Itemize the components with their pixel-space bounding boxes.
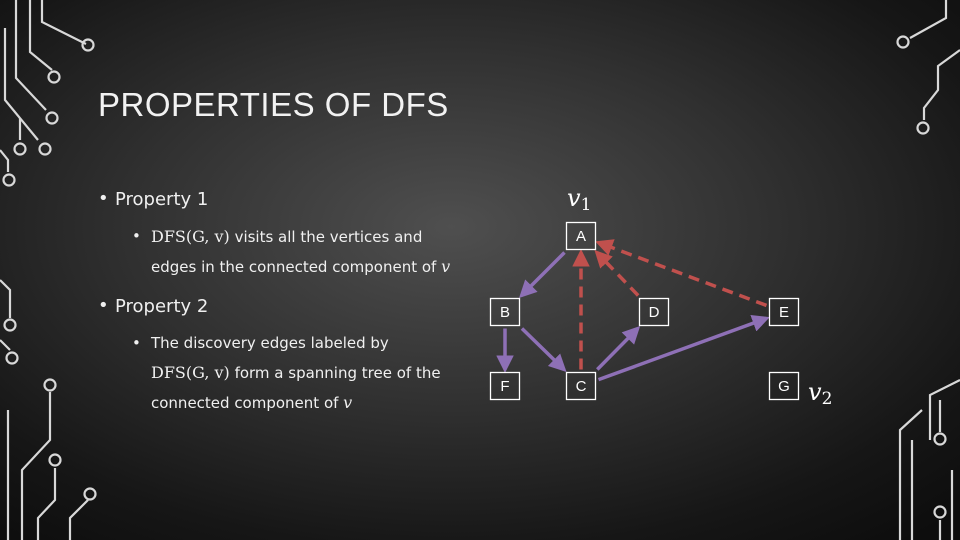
- bullet-dot: •: [98, 188, 109, 209]
- back-edge-E-A: [595, 239, 768, 308]
- graph-node-G: G: [768, 371, 800, 401]
- node-label: B: [500, 304, 510, 321]
- vertex-label-A: v1: [567, 184, 591, 215]
- property-2-heading: Property 2: [115, 296, 209, 317]
- math-dfs-expression: DFS(G, v): [151, 227, 230, 246]
- node-box: [565, 221, 597, 251]
- nodes-layer: A B D E F C G: [489, 221, 800, 401]
- node-label: G: [778, 378, 790, 395]
- line-text: connected component of: [151, 394, 344, 412]
- graph-node-B: B: [489, 297, 521, 327]
- property-1-text: • DFS(G, v) visits all the vertices and …: [132, 222, 450, 282]
- node-box: [638, 297, 670, 327]
- property-1-line-2: edges in the connected component of v: [151, 252, 450, 282]
- discovery-edge-A-B: [519, 251, 566, 298]
- graph-node-A: A: [565, 221, 597, 251]
- math-dfs-expression: DFS(G, v): [151, 363, 230, 382]
- discovery-edge-C-D: [596, 326, 641, 371]
- node-box: [489, 371, 521, 401]
- property-2-line-2: DFS(G, v) form a spanning tree of the: [151, 358, 441, 388]
- graph-node-F: F: [489, 371, 521, 401]
- node-label: E: [779, 304, 789, 321]
- math-var-v: v: [343, 393, 353, 412]
- bullet-property-2: • Property 2: [98, 295, 209, 317]
- sub-bullet-dot: •: [132, 227, 141, 245]
- graph-node-E: E: [768, 297, 800, 327]
- node-label: D: [649, 304, 660, 321]
- line-text: edges in the connected component of: [151, 258, 442, 276]
- node-box: [489, 297, 521, 327]
- node-label: F: [500, 378, 509, 395]
- discovery-edge-B-C: [520, 327, 567, 372]
- property-2-line-1: The discovery edges labeled by: [151, 329, 441, 358]
- sub-bullet-dot: •: [132, 334, 141, 352]
- graph-node-C: C: [565, 371, 597, 401]
- node-box: [768, 371, 800, 401]
- line-text: form a spanning tree of the: [229, 364, 441, 382]
- bullet-property-1: • Property 1: [98, 188, 209, 210]
- vertex-labels-layer: v1 v2: [567, 184, 832, 409]
- node-label: A: [576, 228, 586, 245]
- bullet-dot: •: [98, 295, 109, 316]
- graph-node-D: D: [638, 297, 670, 327]
- property-2-line-3: connected component of v: [151, 388, 441, 418]
- property-1-heading: Property 1: [115, 189, 209, 210]
- line-text: visits all the vertices and: [229, 228, 423, 246]
- node-box: [565, 371, 597, 401]
- vertex-label-G: v2: [808, 378, 832, 409]
- discovery-edge-C-E: [597, 314, 770, 382]
- property-2-text: • The discovery edges labeled by DFS(G, …: [132, 329, 441, 418]
- node-label: C: [576, 378, 587, 395]
- edges-layer: [496, 239, 770, 382]
- slide-title: PROPERTIES OF DFS: [98, 86, 449, 123]
- property-1-line-1: DFS(G, v) visits all the vertices and: [151, 222, 450, 252]
- line-text: The discovery edges labeled by: [151, 334, 389, 352]
- back-edge-D-A: [594, 249, 640, 297]
- node-box: [768, 297, 800, 327]
- math-var-v: v: [441, 257, 451, 276]
